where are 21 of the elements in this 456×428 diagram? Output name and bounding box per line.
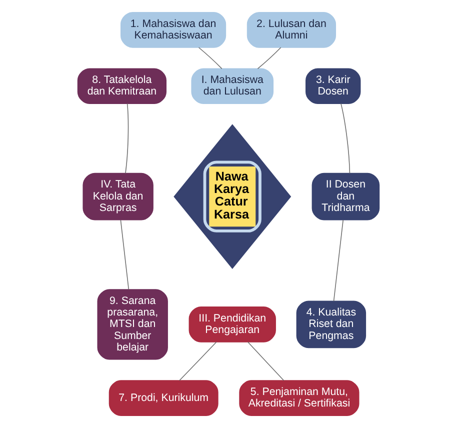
node-box: 3. Karir Dosen <box>305 68 360 104</box>
connector <box>246 342 284 381</box>
connector <box>124 103 128 174</box>
node-box: 7. Prodi, Kurikulum <box>108 380 218 416</box>
connector <box>198 47 222 70</box>
connector <box>332 220 343 302</box>
node-diamond: Nawa Karya Catur Karsa <box>173 124 291 270</box>
node-box: 9. Sarana prasarana, MTSI dan Sumber belajar <box>96 289 168 360</box>
node-box: II Dosen dan Tridharma <box>311 172 380 220</box>
node-box: IV. Tata Kelola dan Sarpras <box>82 172 153 220</box>
node-box: 1. Mahasiswa dan Kemahasiswaan <box>120 12 226 48</box>
connector <box>120 220 129 290</box>
node-box: 5. Penjaminan Mutu, Akreditasi / Sertifikasi <box>238 380 359 416</box>
node-box: I. Mahasiswa dan Lulusan <box>190 68 274 104</box>
node-box: 2. Lulusan dan Alumni <box>246 12 336 48</box>
node-box: III. Pendidikan Pengajaran <box>188 306 276 342</box>
node-box: 4. Kualitas Riset dan Pengmas <box>296 300 366 348</box>
node-box: 8. Tatakelola dan Kemitraan <box>76 68 166 104</box>
connector <box>340 103 350 174</box>
connector <box>256 47 281 70</box>
connector <box>178 342 216 381</box>
